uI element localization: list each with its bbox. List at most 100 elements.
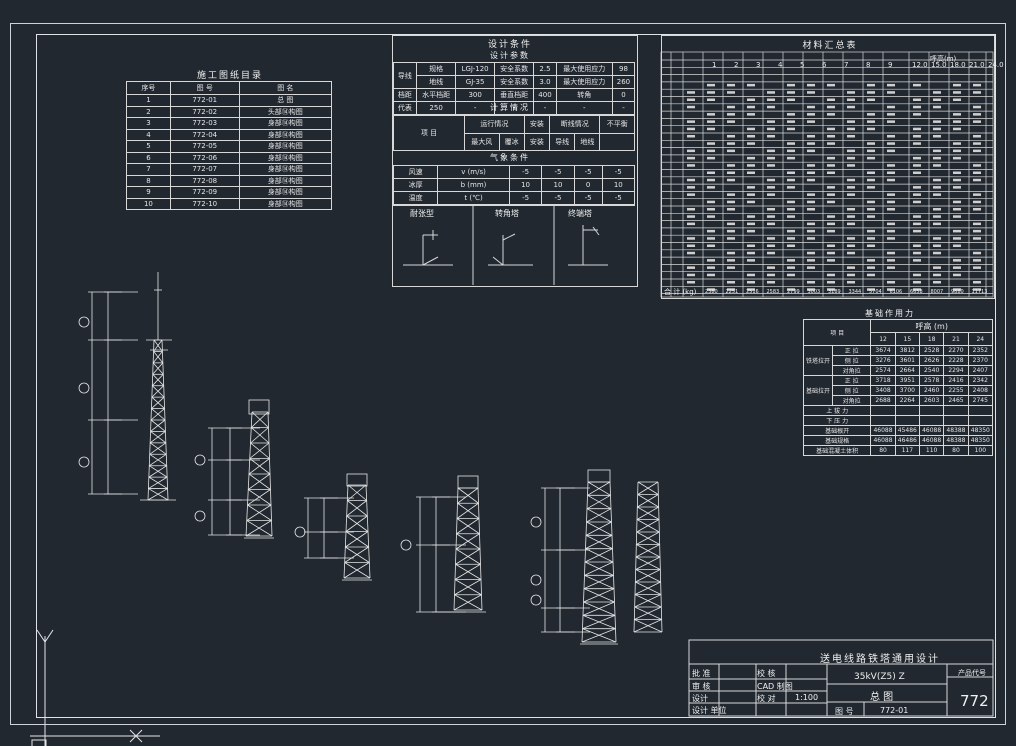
material-value-mark (707, 273, 715, 277)
drawing-list-cell: 身部⑭构图 (238, 163, 333, 176)
drawing-list-cell: 身部⑭构图 (238, 128, 333, 141)
material-summary-box (661, 35, 995, 299)
callout-circle (194, 454, 206, 466)
drawing-list-cell: 772-08 (169, 174, 240, 187)
drawing-list-cell: 身部⑭构图 (238, 140, 333, 153)
material-value-mark (973, 222, 981, 226)
material-value-mark (913, 229, 921, 233)
material-value-mark (827, 288, 835, 291)
material-value-mark (913, 193, 921, 196)
material-value-mark (887, 222, 895, 226)
material-value-mark (933, 273, 941, 277)
material-value-mark (953, 120, 961, 123)
material-value-mark (847, 208, 855, 211)
material-value-mark (767, 186, 775, 189)
material-value-mark (887, 171, 895, 174)
material-value-mark (787, 186, 795, 189)
material-value-mark (687, 186, 695, 189)
tower-5-body (581, 481, 617, 643)
material-value-mark (767, 193, 775, 196)
material-value-mark (913, 113, 921, 116)
material-value-mark (913, 171, 921, 174)
review-label: 审 核 (692, 682, 711, 691)
design-params-title: 设计参数 (490, 51, 530, 60)
material-value-mark (747, 105, 755, 109)
material-value-mark (827, 171, 835, 174)
material-col-number: 5 (800, 61, 805, 69)
material-value-mark (847, 237, 855, 240)
material-value-mark (847, 164, 855, 167)
material-total: 2516 (746, 289, 759, 295)
material-value-mark (767, 156, 775, 160)
material-value-mark (887, 200, 895, 204)
material-value-mark (707, 149, 715, 153)
material-value-mark (847, 156, 855, 160)
material-value-mark (887, 281, 895, 284)
material-value-mark (973, 178, 981, 182)
material-value-mark (787, 237, 795, 240)
material-total: 8007 (930, 289, 944, 295)
ff-cell: 117 (894, 445, 920, 456)
drawing-name: 总 图 (870, 692, 894, 703)
material-value-mark (807, 178, 815, 182)
material-value-mark (767, 281, 775, 284)
material-value-mark (887, 229, 895, 233)
material-total-label: 合 计 (kg) (664, 288, 697, 296)
material-value-mark (807, 171, 815, 174)
material-value-mark (933, 105, 941, 109)
material-value-mark (973, 281, 981, 284)
material-value-mark (867, 156, 875, 160)
material-value-mark (933, 266, 941, 269)
design-conditions-box (392, 35, 638, 287)
material-value-mark (913, 127, 921, 131)
drawing-list-cell: 6 (126, 151, 171, 164)
material-value-mark (727, 105, 735, 109)
material-total: 2251 (725, 289, 739, 295)
ff-cell: 110 (918, 445, 945, 456)
material-value-mark (867, 113, 875, 116)
dimension-line (416, 496, 450, 613)
material-value-mark (867, 91, 875, 94)
material-value-mark (973, 142, 981, 145)
material-value-mark (913, 135, 921, 138)
material-value-mark (727, 281, 735, 284)
material-value-mark (727, 222, 735, 226)
material-value-mark (747, 200, 755, 204)
material-value-mark (727, 135, 735, 138)
dimension-line (320, 497, 354, 559)
material-value-mark (913, 105, 921, 109)
callout-circle (194, 510, 206, 522)
material-value-mark (687, 251, 695, 255)
material-value-mark (727, 171, 735, 174)
material-value-mark (807, 229, 815, 233)
material-value-mark (707, 244, 715, 247)
material-value-mark (913, 259, 921, 262)
material-value-mark (807, 251, 815, 255)
material-value-mark (707, 113, 715, 116)
callout-circle (530, 574, 542, 586)
material-value-mark (807, 200, 815, 204)
material-value-mark (747, 113, 755, 116)
dimension-line (556, 487, 590, 633)
material-value-mark (707, 259, 715, 262)
material-value-mark (887, 266, 895, 269)
material-value-mark (887, 113, 895, 116)
material-value-mark (953, 156, 961, 160)
material-value-mark (747, 288, 755, 291)
material-col-number: 6 (822, 61, 827, 69)
material-value-mark (767, 105, 775, 109)
material-value-mark (707, 208, 715, 211)
material-value-mark (953, 83, 961, 87)
material-value-mark (953, 244, 961, 247)
callout-circle (530, 594, 542, 606)
material-value-mark (727, 91, 735, 94)
material-value-mark (787, 98, 795, 101)
material-value-mark (687, 281, 695, 284)
material-value-mark (767, 266, 775, 269)
material-total: 3344 (848, 289, 862, 295)
